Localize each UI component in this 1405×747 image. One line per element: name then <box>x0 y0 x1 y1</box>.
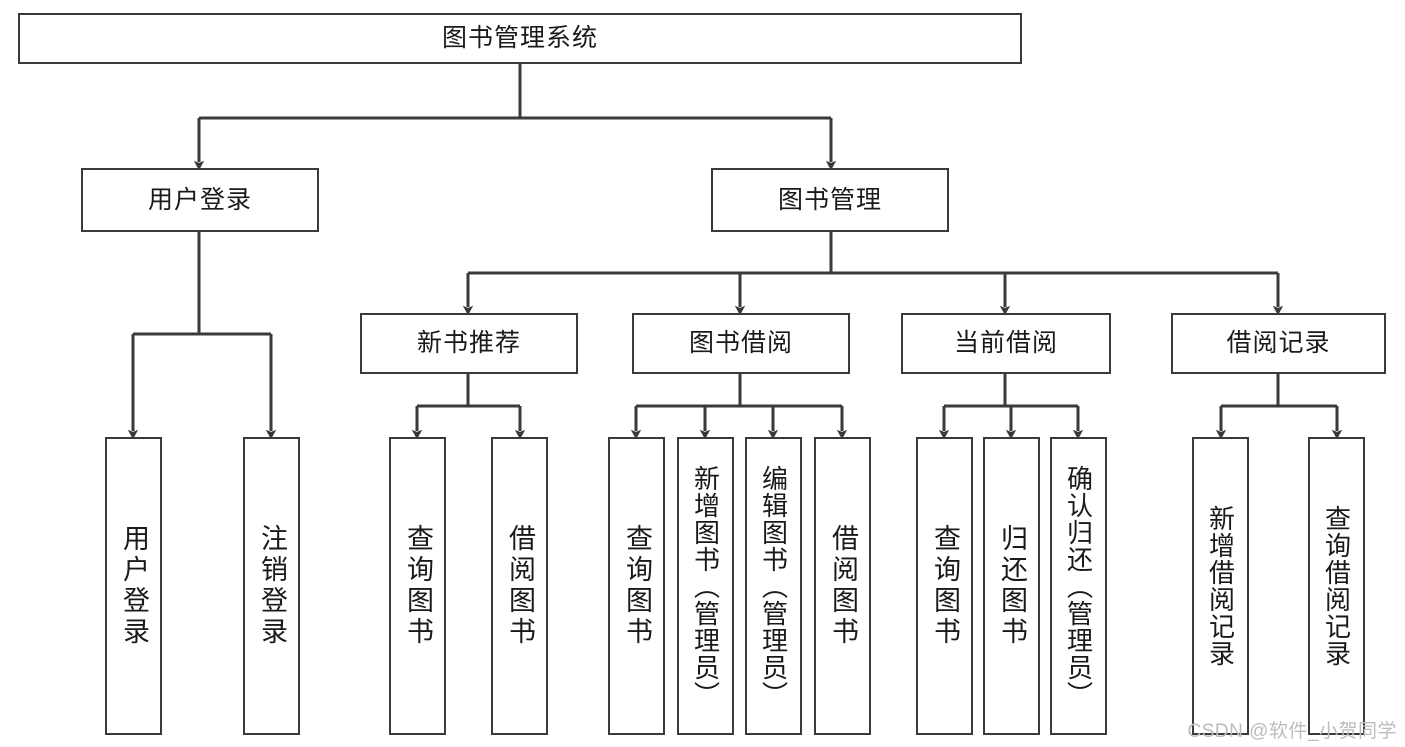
leaf-query-record-label: 查询借阅记录 <box>1321 505 1352 667</box>
leaf-confirm-return[interactable]: 确认归还（管理员） <box>1050 437 1107 735</box>
leaf-borrow-book-1-label: 借阅图书 <box>505 524 535 648</box>
node-borrow-record[interactable]: 借阅记录 <box>1171 313 1386 374</box>
leaf-query-book-3[interactable]: 查询图书 <box>916 437 973 735</box>
leaf-add-record-label: 新增借阅记录 <box>1205 505 1236 667</box>
leaf-user-logout[interactable]: 注销登录 <box>243 437 300 735</box>
leaf-borrow-book-2-label: 借阅图书 <box>828 524 858 648</box>
node-book-borrow-label: 图书借阅 <box>688 329 793 358</box>
node-book-manage[interactable]: 图书管理 <box>711 168 949 232</box>
node-root[interactable]: 图书管理系统 <box>18 13 1022 64</box>
leaf-confirm-return-label: 确认归还（管理员） <box>1063 464 1094 708</box>
leaf-borrow-book-1[interactable]: 借阅图书 <box>491 437 548 735</box>
leaf-add-book[interactable]: 新增图书（管理员） <box>677 437 734 735</box>
node-user-login-label: 用户登录 <box>147 185 252 214</box>
node-book-borrow[interactable]: 图书借阅 <box>632 313 850 374</box>
leaf-return-book[interactable]: 归还图书 <box>983 437 1040 735</box>
node-current-borrow-label: 当前借阅 <box>953 329 1058 358</box>
leaf-query-book-2[interactable]: 查询图书 <box>608 437 665 735</box>
node-user-login[interactable]: 用户登录 <box>81 168 319 232</box>
node-new-book-rec-label: 新书推荐 <box>416 329 521 358</box>
leaf-query-book-1[interactable]: 查询图书 <box>389 437 446 735</box>
leaf-query-book-3-label: 查询图书 <box>930 524 960 648</box>
leaf-edit-book[interactable]: 编辑图书（管理员） <box>745 437 802 735</box>
node-book-manage-label: 图书管理 <box>777 185 882 214</box>
leaf-query-book-2-label: 查询图书 <box>622 524 652 648</box>
node-new-book-rec[interactable]: 新书推荐 <box>360 313 578 374</box>
leaf-query-record[interactable]: 查询借阅记录 <box>1308 437 1365 735</box>
node-current-borrow[interactable]: 当前借阅 <box>901 313 1111 374</box>
leaf-borrow-book-2[interactable]: 借阅图书 <box>814 437 871 735</box>
leaf-return-book-label: 归还图书 <box>997 524 1027 648</box>
leaf-user-login[interactable]: 用户登录 <box>105 437 162 735</box>
watermark: CSDN @软件_小贺同学 <box>1187 721 1397 742</box>
leaf-query-book-1-label: 查询图书 <box>403 524 433 648</box>
leaf-user-login-label: 用户登录 <box>119 524 149 648</box>
leaf-user-logout-label: 注销登录 <box>257 524 287 648</box>
leaf-add-record[interactable]: 新增借阅记录 <box>1192 437 1249 735</box>
leaf-add-book-label: 新增图书（管理员） <box>690 464 721 708</box>
node-root-label: 图书管理系统 <box>441 24 598 53</box>
leaf-edit-book-label: 编辑图书（管理员） <box>758 464 789 708</box>
node-borrow-record-label: 借阅记录 <box>1226 329 1331 358</box>
